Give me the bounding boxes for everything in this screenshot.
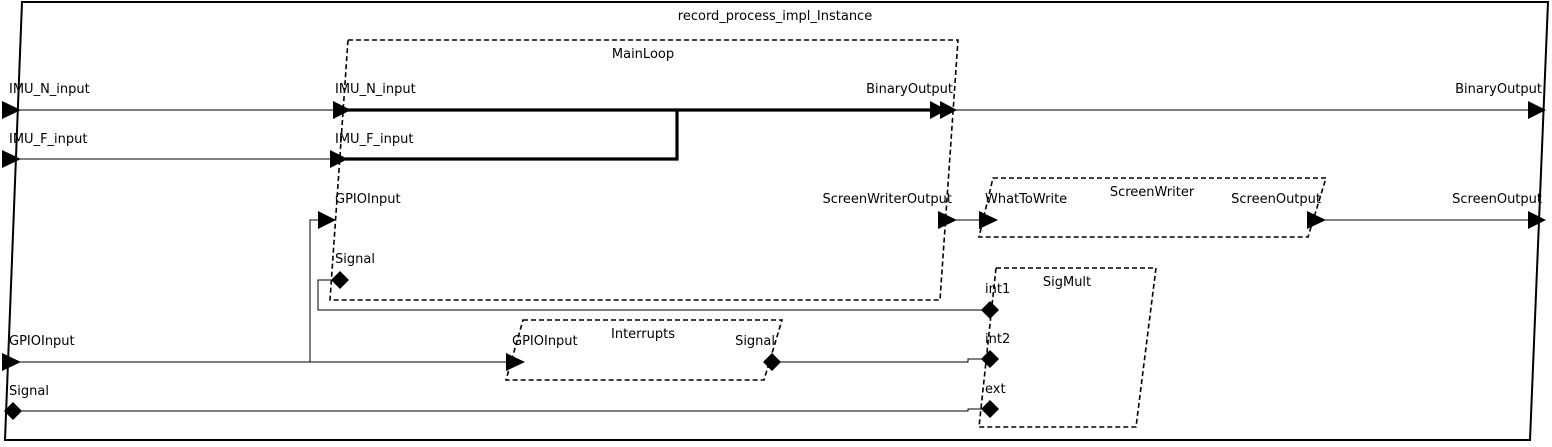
- label-mainloop-gpio: GPIOInput: [335, 192, 401, 207]
- port-mainloop-binary-icon-a[interactable]: [930, 101, 947, 119]
- mainloop-box[interactable]: [329, 39, 959, 301]
- port-mainloop-imu-f-icon[interactable]: [330, 150, 348, 168]
- port-sigmult-ext-icon[interactable]: [981, 400, 999, 418]
- port-mainloop-signal-icon[interactable]: [331, 271, 349, 289]
- connection-gpio-to-mainloop[interactable]: [309, 219, 323, 362]
- instance-frame[interactable]: [3, 0, 1550, 441]
- label-outer-screen: ScreenOutput: [1452, 192, 1542, 207]
- label-interrupts-signal: Signal: [735, 334, 775, 349]
- port-interrupts-signal-icon[interactable]: [763, 353, 781, 371]
- screenwriter-box[interactable]: [977, 177, 1328, 238]
- connection-interrupts-to-int2[interactable]: [780, 358, 982, 363]
- instance-title: record_process_impl_Instance: [678, 9, 872, 24]
- port-outer-gpio-icon[interactable]: [2, 353, 21, 371]
- port-markers: [2, 101, 1546, 371]
- screenwriter-title: ScreenWriter: [1110, 185, 1195, 200]
- port-mainloop-imu-n-icon[interactable]: [333, 101, 351, 119]
- connection-signal-loop[interactable]: [317, 279, 982, 311]
- label-screenwriter-whattowrite: WhatToWrite: [985, 192, 1067, 207]
- sigmult-box[interactable]: [978, 267, 1157, 428]
- label-outer-imu-n: IMU_N_input: [9, 82, 90, 97]
- connections: [12, 109, 1528, 412]
- port-sigmult-int2-icon[interactable]: [981, 350, 999, 368]
- label-mainloop-imu-f: IMU_F_input: [335, 132, 413, 147]
- label-outer-gpio: GPIOInput: [9, 334, 75, 349]
- label-outer-imu-f: IMU_F_input: [9, 132, 87, 147]
- port-interrupts-gpio-icon[interactable]: [506, 353, 525, 371]
- port-outer-binary-icon[interactable]: [1528, 101, 1546, 119]
- port-mainloop-gpio-icon[interactable]: [318, 211, 336, 229]
- port-screenwriter-whattowrite-icon[interactable]: [979, 211, 998, 229]
- label-sigmult-ext: ext: [985, 382, 1006, 397]
- label-sigmult-int1: int1: [985, 282, 1010, 297]
- connection-signal-to-ext[interactable]: [20, 408, 982, 412]
- label-mainloop-signal: Signal: [335, 252, 375, 267]
- label-mainloop-screenwriter: ScreenWriterOutput: [822, 192, 952, 207]
- label-mainloop-binary: BinaryOutput: [866, 82, 953, 97]
- port-diamonds: [4, 271, 999, 420]
- port-screenwriter-screenoutput-icon[interactable]: [1307, 211, 1326, 229]
- internal-imu-f-to-binary[interactable]: [345, 110, 679, 161]
- port-outer-screen-icon[interactable]: [1528, 211, 1546, 229]
- label-mainloop-imu-n: IMU_N_input: [335, 82, 416, 97]
- label-outer-signal: Signal: [9, 384, 49, 399]
- port-mainloop-binary-icon-b[interactable]: [940, 101, 957, 119]
- internal-connections: [345, 108, 934, 161]
- label-screenwriter-screenoutput: ScreenOutput: [1231, 192, 1321, 207]
- port-outer-imu-f-icon[interactable]: [2, 150, 21, 168]
- port-sigmult-int1-icon[interactable]: [981, 301, 999, 319]
- sigmult-title: SigMult: [1043, 275, 1091, 290]
- label-outer-binary: BinaryOutput: [1455, 82, 1542, 97]
- port-outer-signal-icon[interactable]: [4, 402, 22, 420]
- port-outer-imu-n-icon[interactable]: [2, 101, 21, 119]
- interrupts-title: Interrupts: [611, 327, 675, 342]
- mainloop-title: MainLoop: [612, 47, 674, 62]
- label-sigmult-int2: int2: [985, 332, 1010, 347]
- port-mainloop-screenwriter-icon[interactable]: [938, 211, 957, 229]
- label-interrupts-gpio: GPIOInput: [512, 334, 578, 349]
